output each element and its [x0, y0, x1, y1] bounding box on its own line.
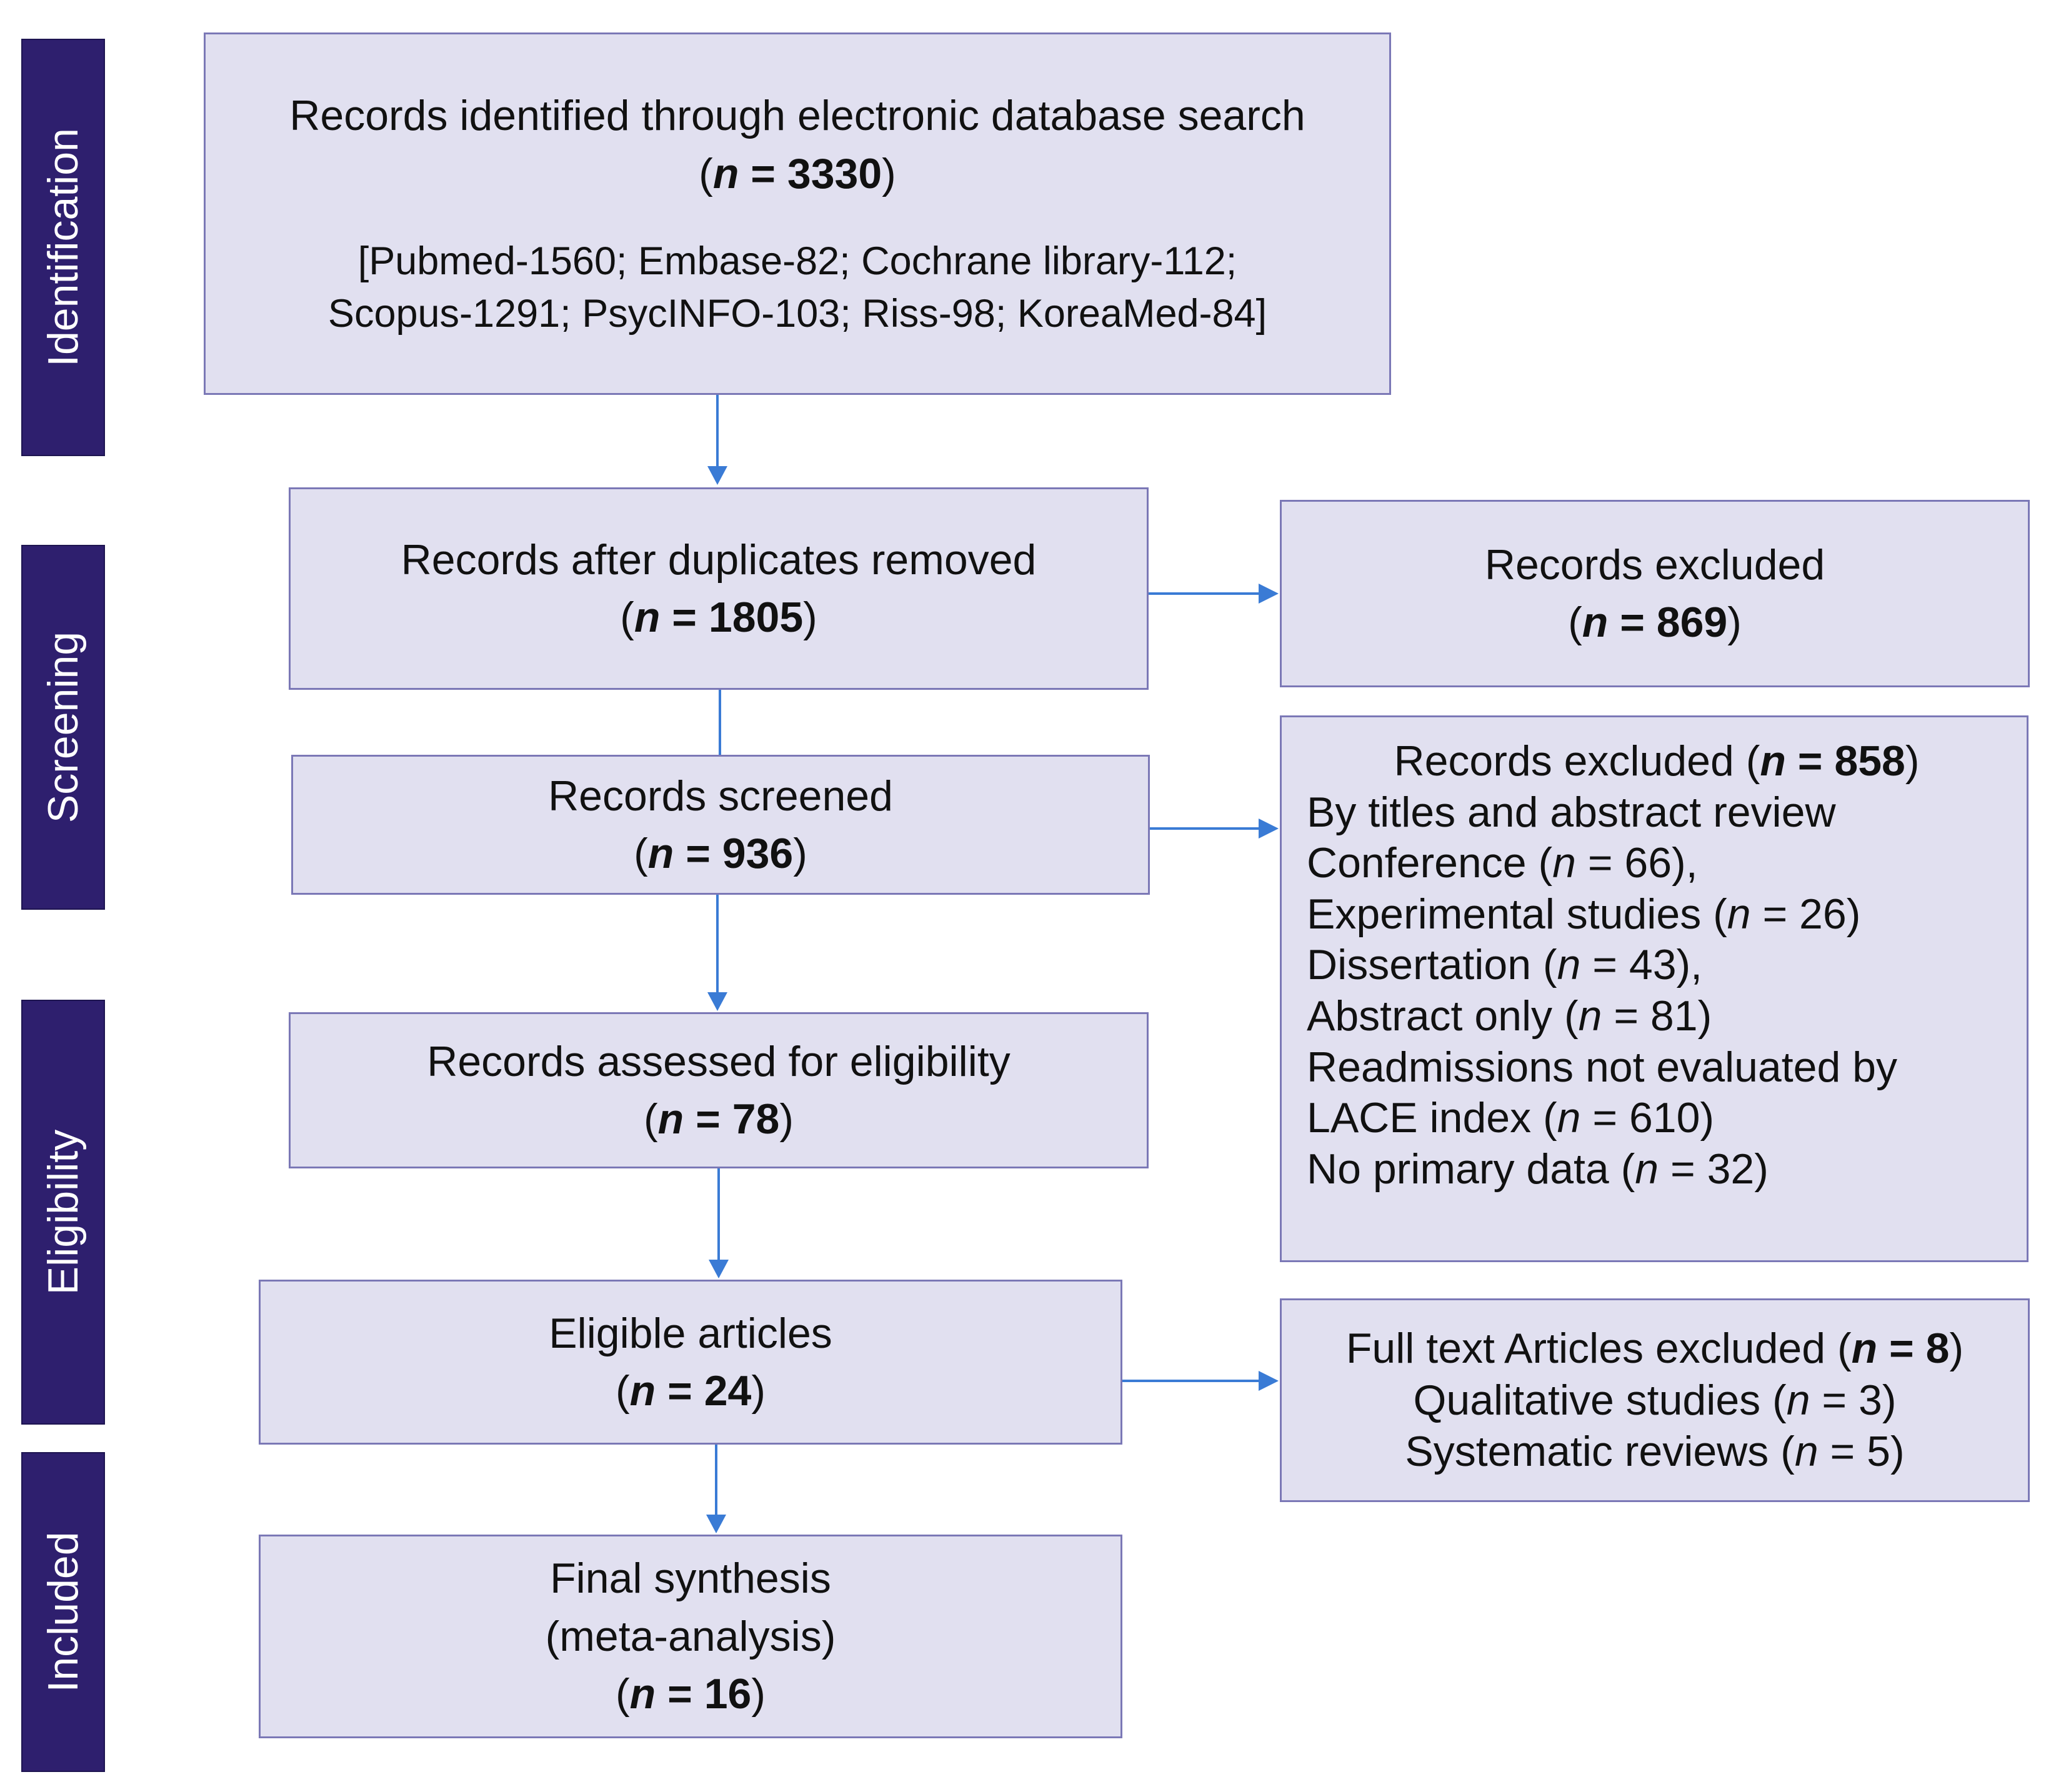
records-excluded-box: Records excluded (n = 869) — [1280, 500, 2030, 687]
records-deduplicated-title: Records after duplicates removed — [401, 535, 1037, 584]
final-synthesis-count: (n = 16) — [616, 1670, 766, 1718]
stage-eligibility: Eligibility — [21, 1000, 105, 1425]
records-identified-box: Records identified through electronic da… — [204, 32, 1391, 395]
exclusion-reason-abstract-only: Abstract only (n = 81) — [1307, 992, 1712, 1040]
arrowhead-dedup — [707, 466, 727, 485]
records-assessed-title: Records assessed for eligibility — [427, 1037, 1011, 1085]
records-excluded-reasons-box: Records excluded (n = 858) By titles and… — [1280, 715, 2029, 1262]
stage-screening: Screening — [21, 545, 105, 910]
records-excluded-title: Records excluded — [1484, 540, 1825, 589]
fulltext-excluded-title: Full text Articles excluded (n = 8) — [1345, 1324, 1964, 1372]
arrowhead-assessed — [707, 992, 727, 1011]
records-screened-title: Records screened — [548, 772, 893, 820]
final-synthesis-box: Final synthesis (meta-analysis) (n = 16) — [259, 1535, 1122, 1738]
records-deduplicated-count: (n = 1805) — [620, 594, 817, 641]
arrowhead-eligible — [709, 1260, 729, 1278]
eligible-articles-count: (n = 24) — [616, 1367, 766, 1415]
fulltext-excluded-systematic: Systematic reviews (n = 5) — [1405, 1428, 1905, 1476]
stage-included: Included — [21, 1452, 105, 1772]
exclusion-reason-conference: Conference (n = 66), — [1307, 839, 1698, 887]
eligible-articles-box: Eligible articles (n = 24) — [259, 1280, 1122, 1445]
exclusion-reason-no-primary-data: No primary data (n = 32) — [1307, 1145, 1769, 1193]
fulltext-excluded-qualitative: Qualitative studies (n = 3) — [1413, 1376, 1897, 1424]
records-screened-box: Records screened (n = 936) — [291, 755, 1150, 895]
records-identified-sources-line2: Scopus-1291; PsycINFO-103; Riss-98; Kore… — [327, 292, 1267, 336]
records-deduplicated-box: Records after duplicates removed (n = 18… — [289, 487, 1149, 690]
records-excluded-count: (n = 869) — [1568, 599, 1742, 646]
eligible-articles-title: Eligible articles — [549, 1309, 832, 1357]
arrowhead-final — [706, 1515, 726, 1533]
records-identified-count: (n = 3330) — [699, 149, 896, 197]
records-identified-title: Records identified through electronic da… — [289, 92, 1305, 140]
arrowhead-excluded2 — [1259, 819, 1279, 839]
records-excluded-reasons-title: Records excluded (n = 858) — [1394, 737, 1920, 785]
final-synthesis-title: Final synthesis — [550, 1555, 831, 1603]
exclusion-reason-experimental: Experimental studies (n = 26) — [1307, 890, 1861, 938]
stage-identification: Identification — [21, 39, 105, 456]
final-synthesis-subtitle: (meta-analysis) — [545, 1612, 836, 1660]
stage-identification-label: Identification — [39, 128, 87, 367]
records-assessed-box: Records assessed for eligibility (n = 78… — [289, 1012, 1149, 1168]
records-identified-sources-line1: [Pubmed-1560; Embase-82; Cochrane librar… — [357, 239, 1237, 284]
exclusion-reason-dissertation: Dissertation (n = 43), — [1307, 941, 1703, 989]
exclusion-reason-lace-index: LACE index (n = 610) — [1307, 1094, 1715, 1142]
records-assessed-count: (n = 78) — [644, 1095, 794, 1143]
stage-included-label: Included — [39, 1531, 87, 1693]
stage-eligibility-label: Eligibility — [39, 1129, 87, 1295]
stage-screening-label: Screening — [39, 631, 87, 824]
records-screened-count: (n = 936) — [634, 830, 807, 877]
exclusion-reason-header: By titles and abstract review — [1307, 788, 1836, 836]
arrowhead-excluded1 — [1259, 584, 1279, 604]
arrowhead-excluded3 — [1259, 1371, 1279, 1391]
fulltext-excluded-box: Full text Articles excluded (n = 8) Qual… — [1280, 1298, 2030, 1502]
exclusion-reason-readmissions: Readmissions not evaluated by — [1307, 1043, 1897, 1091]
